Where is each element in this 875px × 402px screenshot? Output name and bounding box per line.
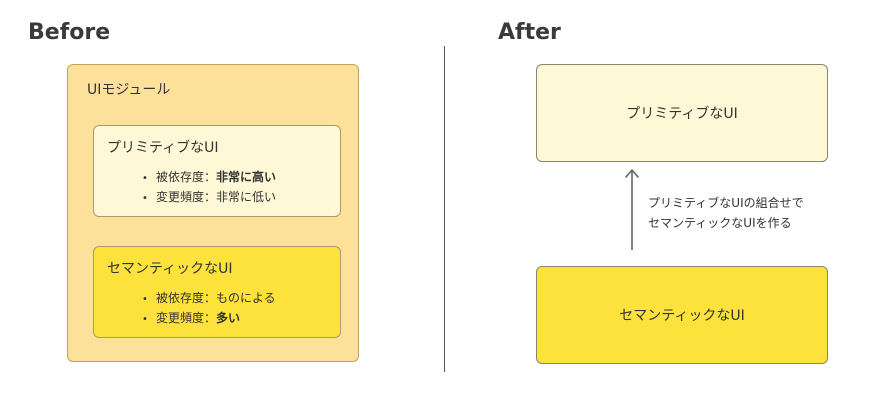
dependency-value: 非常に高い: [216, 170, 277, 184]
list-item: 変更頻度：多い: [142, 309, 276, 329]
before-primitive-ui-box: プリミティブなUI 被依存度：非常に高い 変更頻度：非常に低い: [93, 125, 341, 217]
section-divider: [444, 46, 445, 372]
composition-note: プリミティブなUIの組合せで セマンティックなUIを作る: [648, 193, 804, 233]
before-semantic-ui-list: 被依存度：ものによる 変更頻度：多い: [142, 289, 276, 329]
before-semantic-ui-title: セマンティックなUI: [107, 261, 233, 277]
dependency-value: ものによる: [216, 291, 276, 305]
after-semantic-ui-box: セマンティックなUI: [536, 266, 828, 364]
composition-note-line-1: プリミティブなUIの組合せで: [648, 196, 804, 210]
list-item: 被依存度：ものによる: [142, 289, 276, 309]
ui-module-box: UIモジュール プリミティブなUI 被依存度：非常に高い 変更頻度：非常に低い …: [67, 64, 359, 362]
change-frequency-value: 非常に低い: [216, 190, 277, 204]
list-item: 変更頻度：非常に低い: [142, 188, 276, 208]
up-arrow-icon: [625, 169, 639, 250]
composition-note-line-2: セマンティックなUIを作る: [648, 216, 792, 230]
dependency-label: 被依存度：: [156, 170, 217, 184]
list-item: 被依存度：非常に高い: [142, 168, 276, 188]
before-semantic-ui-box: セマンティックなUI 被依存度：ものによる 変更頻度：多い: [93, 246, 341, 338]
before-primitive-ui-title: プリミティブなUI: [107, 140, 219, 156]
after-primitive-ui-box: プリミティブなUI: [536, 64, 828, 162]
change-frequency-label: 変更頻度：: [156, 311, 217, 325]
after-heading: After: [498, 20, 561, 45]
before-primitive-ui-list: 被依存度：非常に高い 変更頻度：非常に低い: [142, 168, 276, 208]
after-semantic-ui-label: セマンティックなUI: [619, 308, 745, 324]
change-frequency-label: 変更頻度：: [156, 190, 217, 204]
change-frequency-value: 多い: [216, 311, 241, 325]
dependency-label: 被依存度：: [156, 291, 217, 305]
after-primitive-ui-label: プリミティブなUI: [626, 106, 738, 122]
ui-module-label: UIモジュール: [87, 82, 171, 98]
before-heading: Before: [28, 20, 111, 45]
